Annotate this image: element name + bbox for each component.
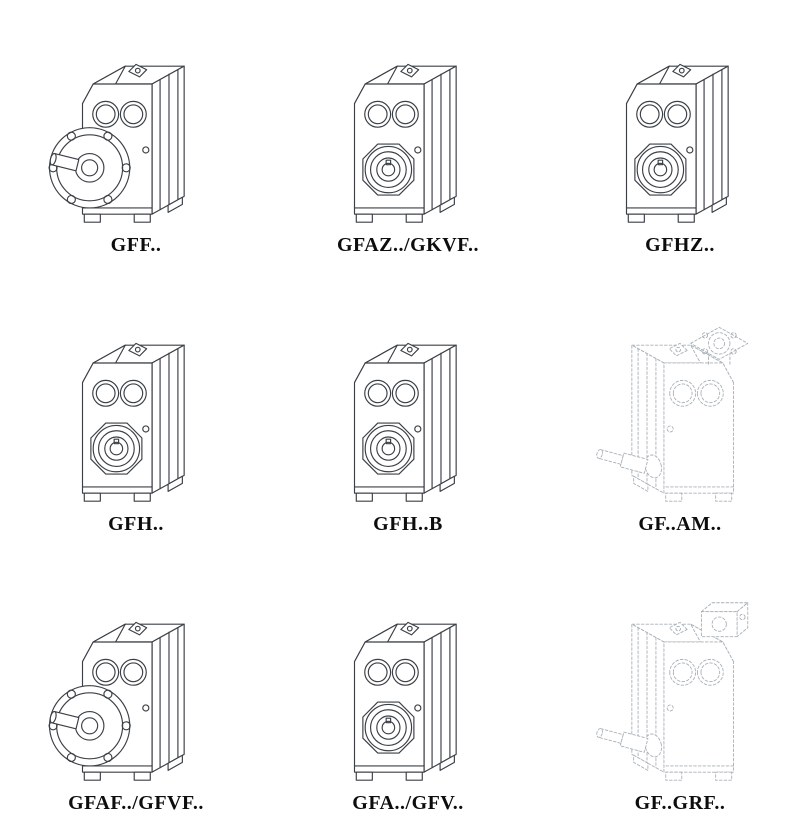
gearbox-cell-gfaf-gfvf: GFAF../GFVF..	[40, 576, 232, 823]
gearbox-model-label: GFAF../GFVF..	[68, 792, 204, 814]
gearbox-cell-gff: GFF..	[40, 18, 232, 265]
hollow-shaft-gearbox-drawing	[625, 63, 729, 223]
gearbox-model-label: GFH..	[108, 513, 164, 535]
hollow-shaft-foot-gearbox-drawing	[353, 342, 457, 502]
gearbox-cell-gfhz: GFHZ..	[584, 18, 776, 265]
gearbox-model-label: GF..AM..	[638, 513, 722, 535]
hollow-shaft-gearbox-drawing	[353, 621, 457, 781]
gearbox-cell-gfa-gfv: GFA../GFV..	[312, 576, 504, 823]
hollow-shaft-gearbox-drawing	[81, 342, 185, 502]
gearbox-model-label: GFAZ../GKVF..	[336, 234, 480, 256]
gearbox-cell-gfh: GFH..	[40, 297, 232, 544]
hollow-shaft-gearbox-drawing	[353, 63, 457, 223]
gearbox-model-label: GFHZ..	[645, 234, 715, 256]
gearbox-cell-gf-grf: GF..GRF..	[584, 576, 776, 823]
flange-mounted-gearbox-drawing	[48, 621, 185, 781]
gearbox-model-label: GF..GRF..	[634, 792, 726, 814]
gearbox-model-label: GFH..B	[373, 513, 443, 535]
gearbox-model-label: GFA../GFV..	[352, 792, 464, 814]
gearbox-catalog-grid: GFF.. GFAZ../GKVF.. GFHZ.. GFHF.. GFH.. …	[40, 18, 776, 813]
gearbox-with-input-adapter-drawing	[594, 602, 749, 781]
gearbox-with-input-flange-drawing	[594, 326, 749, 502]
gearbox-cell-gf-am: GF..AM..	[584, 297, 776, 544]
flange-mounted-gearbox-drawing	[48, 63, 185, 223]
gearbox-cell-gfaz-gkvf: GFAZ../GKVF..	[312, 18, 504, 265]
gearbox-cell-gfh-b: GFH..B	[312, 297, 504, 544]
gearbox-model-label: GFF..	[110, 234, 162, 256]
